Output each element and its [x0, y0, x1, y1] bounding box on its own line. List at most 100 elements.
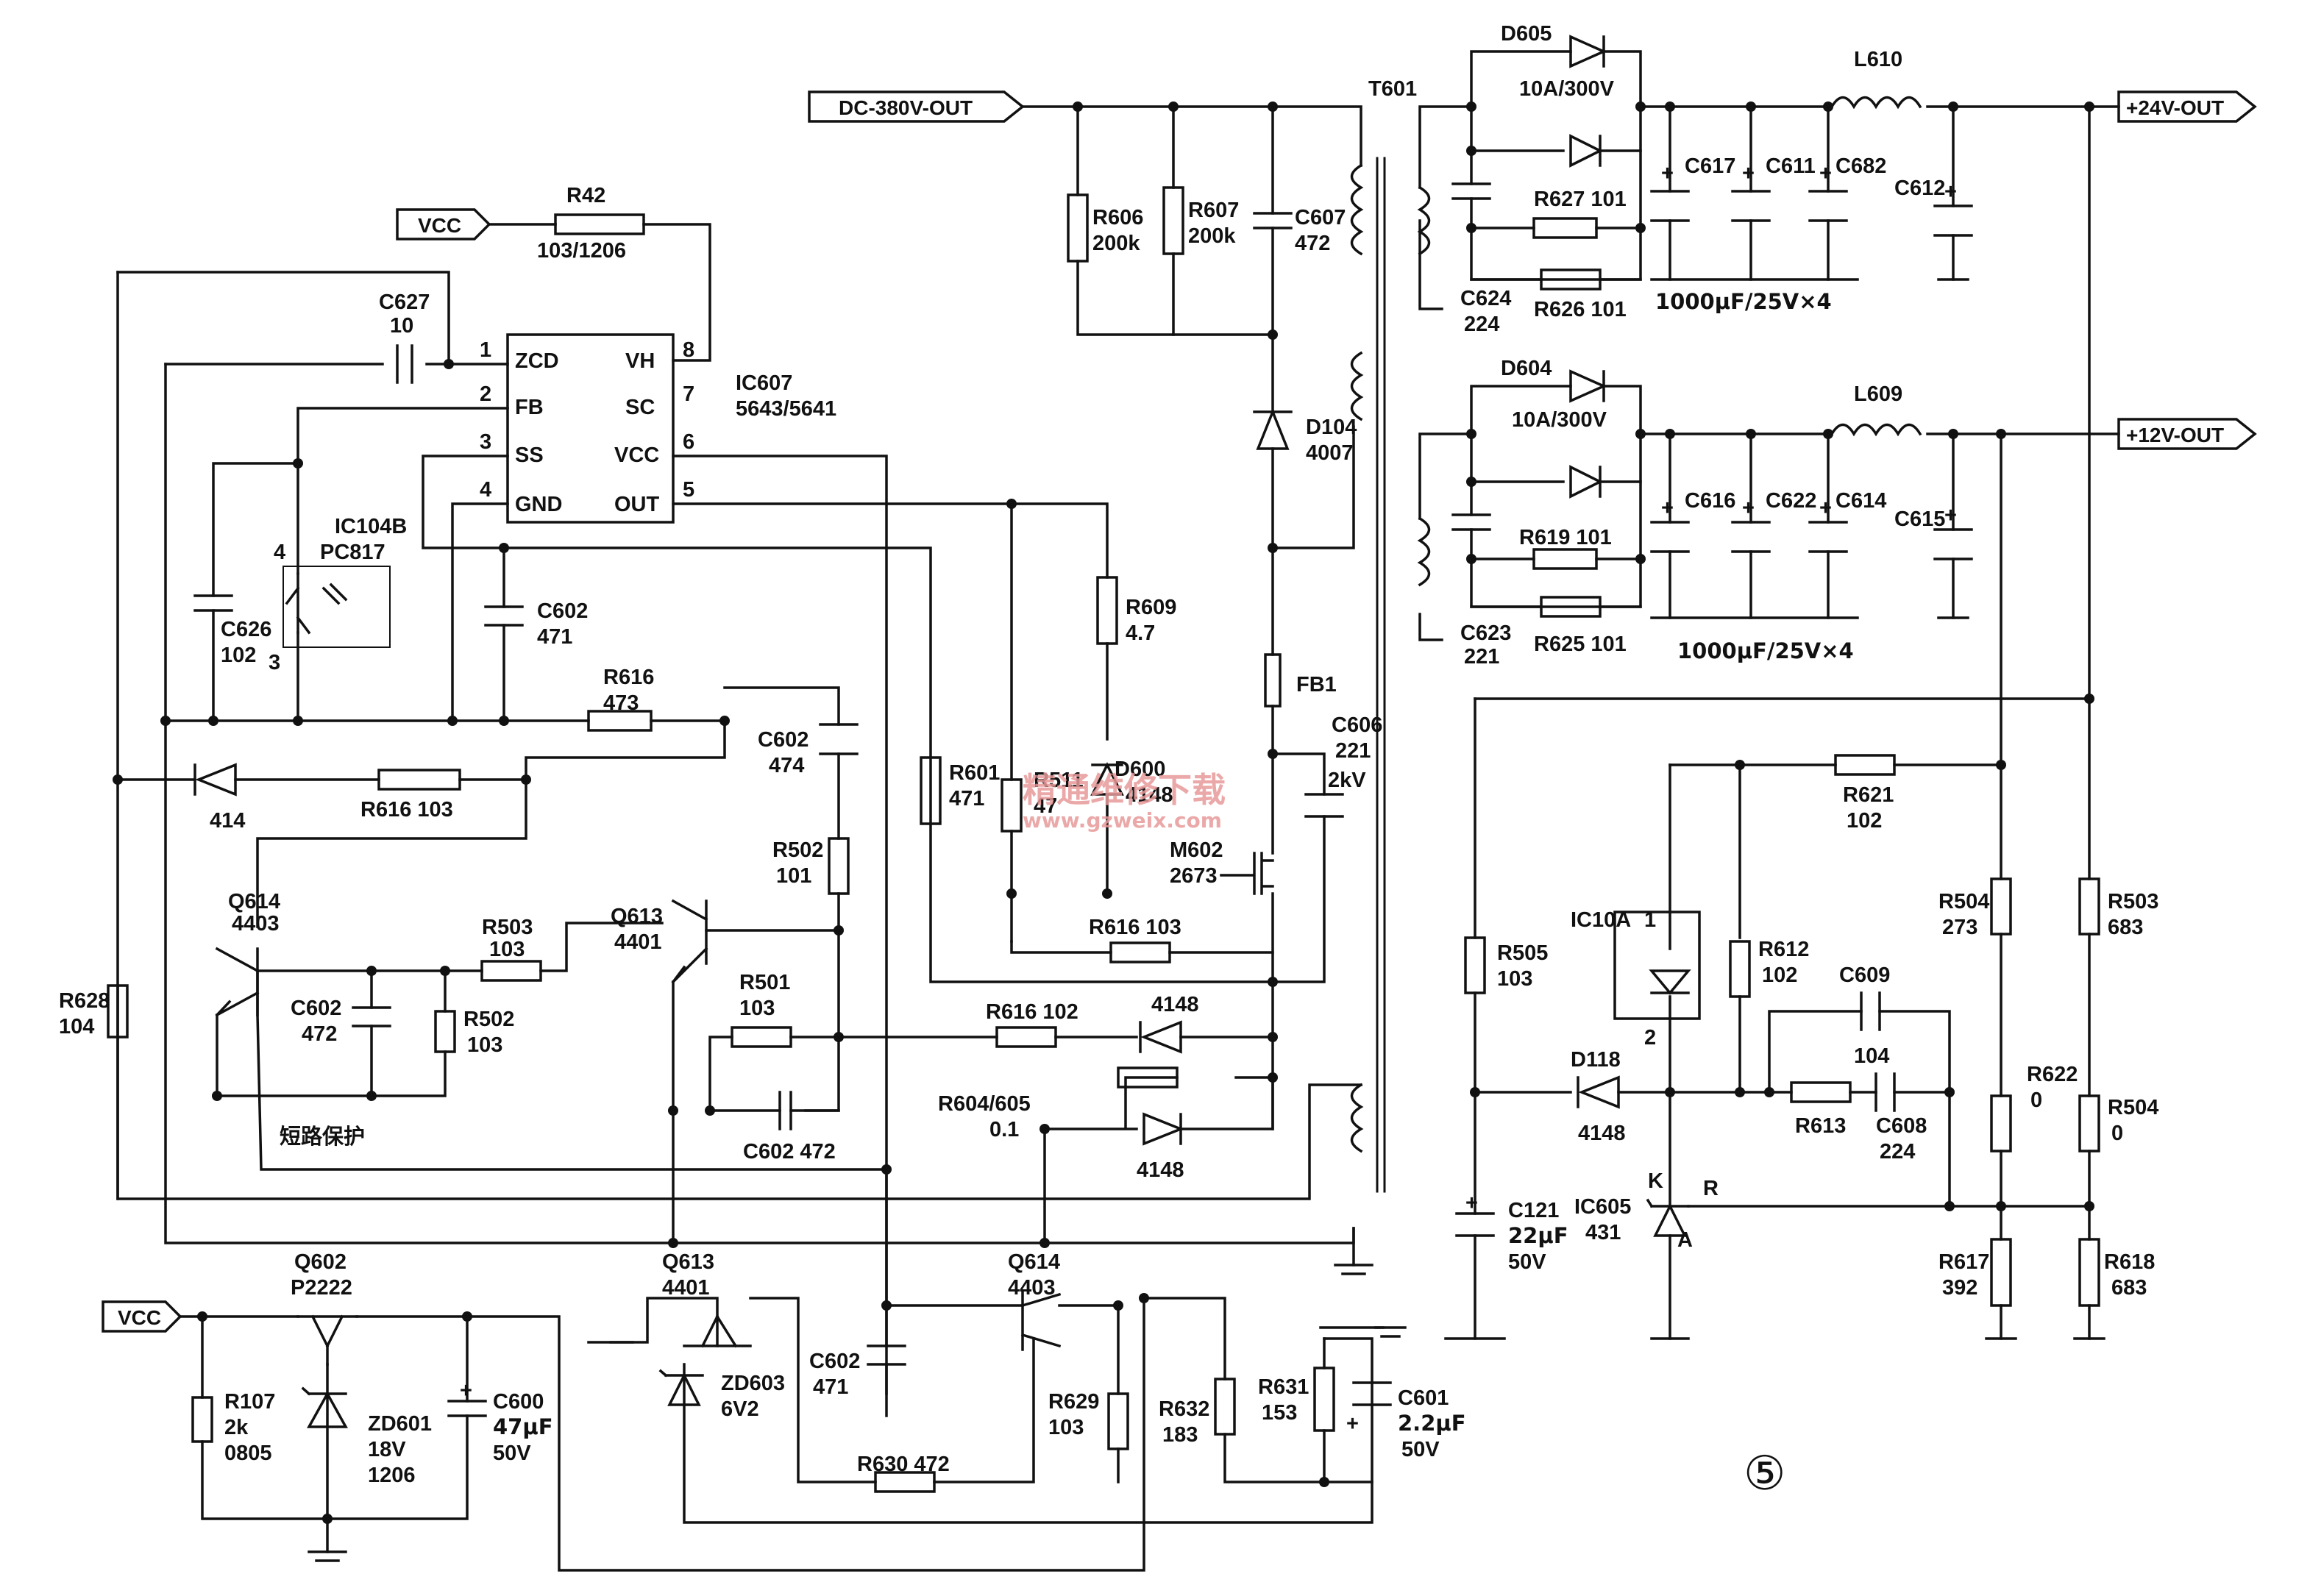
winding-symbols	[1350, 96, 1922, 1153]
svg-text:47: 47	[1034, 794, 1057, 818]
r628-resistor	[107, 984, 129, 1039]
svg-text:R42: R42	[566, 184, 605, 207]
svg-text:R511: R511	[1034, 769, 1084, 792]
r631-resistor	[1313, 1367, 1335, 1432]
zd603-zener	[658, 1369, 704, 1406]
svg-text:R621: R621	[1843, 783, 1894, 807]
svg-text:P2222: P2222	[291, 1276, 352, 1300]
svg-text:R616 103: R616 103	[1089, 916, 1181, 939]
svg-text:R607: R607	[1188, 199, 1239, 222]
svg-text:3: 3	[269, 651, 280, 674]
q602-transistor	[296, 1314, 358, 1366]
r621-resistor	[1834, 754, 1896, 776]
svg-text:10: 10	[390, 314, 413, 338]
fb1-bead	[1264, 653, 1282, 708]
svg-text:C615: C615	[1894, 507, 1945, 531]
svg-text:0805: 0805	[224, 1442, 272, 1465]
svg-text:103: 103	[739, 997, 775, 1020]
c623-cap	[1451, 513, 1491, 531]
svg-text:R503: R503	[2108, 890, 2158, 913]
c601-cap	[1352, 1381, 1392, 1406]
svg-text:1: 1	[480, 338, 491, 362]
r625-resistor	[1540, 596, 1602, 618]
r617-resistor	[1990, 1238, 2012, 1307]
q614a-transistor	[215, 947, 260, 1017]
svg-text:4403: 4403	[232, 912, 280, 936]
svg-text:Q614: Q614	[228, 890, 280, 913]
ic10a-led	[1649, 969, 1691, 995]
svg-text:C616: C616	[1685, 489, 1735, 513]
svg-text:C612: C612	[1894, 177, 1945, 200]
svg-text:R629: R629	[1048, 1390, 1099, 1414]
d604b-diode	[1569, 465, 1603, 499]
zd601-zener	[301, 1386, 348, 1428]
svg-text:472: 472	[1295, 232, 1330, 255]
svg-text:Q613: Q613	[662, 1250, 714, 1274]
svg-text:103: 103	[1048, 1416, 1084, 1439]
svg-text:200k: 200k	[1092, 232, 1140, 255]
svg-text:7: 7	[683, 382, 694, 406]
r505-resistor	[1464, 936, 1486, 994]
pc817-phototransistor	[285, 572, 311, 635]
svg-text:C622: C622	[1766, 489, 1816, 513]
svg-text:200k: 200k	[1188, 224, 1236, 248]
svg-text:R504: R504	[2108, 1096, 2158, 1119]
wires-control	[116, 223, 1362, 1395]
svg-text:0: 0	[2030, 1089, 2042, 1112]
svg-text:C682: C682	[1835, 154, 1886, 178]
svg-text:R628: R628	[59, 989, 110, 1013]
wires-primary	[1021, 105, 1386, 1267]
svg-text:+: +	[1944, 504, 1957, 527]
ic607-pin-labels: ZCD FB SS GND VH SC VCC OUT 1 2 3 4 8 7 …	[480, 338, 836, 516]
svg-text:104: 104	[1854, 1044, 1889, 1068]
svg-text:C601: C601	[1398, 1386, 1449, 1410]
svg-text:2: 2	[1644, 1026, 1656, 1050]
r604-resistor	[1117, 1066, 1179, 1089]
d604-diode	[1569, 369, 1607, 403]
svg-text:4: 4	[480, 478, 491, 502]
svg-text:C623: C623	[1460, 621, 1511, 645]
r609-resistor	[1096, 576, 1118, 645]
q614b-transistor	[1020, 1289, 1062, 1351]
c602a-cap	[484, 605, 524, 627]
svg-text:C609: C609	[1839, 963, 1890, 987]
svg-text:2.2μF: 2.2μF	[1398, 1411, 1466, 1436]
ic607-chip[interactable]	[506, 333, 675, 524]
svg-text:4401: 4401	[662, 1276, 710, 1300]
svg-text:431: 431	[1585, 1221, 1621, 1244]
svg-text:ZCD: ZCD	[515, 349, 559, 373]
svg-text:R601: R601	[949, 761, 1000, 785]
c624-cap	[1451, 182, 1491, 200]
svg-text:IC605: IC605	[1574, 1195, 1631, 1219]
svg-text:1000μF/25V×4: 1000μF/25V×4	[1655, 289, 1832, 314]
r502-103-resistor	[434, 1010, 456, 1053]
svg-text:50V: 50V	[493, 1442, 531, 1465]
ic605-tl431	[1646, 1198, 1690, 1237]
svg-text:224: 224	[1880, 1140, 1915, 1164]
r42-resistor	[554, 213, 645, 235]
c614-cap	[1808, 521, 1848, 553]
svg-text:4401: 4401	[614, 930, 662, 954]
r502-101-resistor	[828, 837, 850, 895]
svg-text:+: +	[460, 1379, 472, 1403]
svg-text:PC817: PC817	[320, 541, 385, 564]
r630-resistor	[874, 1471, 936, 1493]
r613-resistor	[1790, 1081, 1852, 1103]
wires-bottom	[179, 1168, 1385, 1572]
svg-text:102: 102	[1847, 809, 1882, 833]
r618-resistor	[2078, 1238, 2100, 1307]
svg-text:VCC: VCC	[418, 214, 461, 237]
svg-text:+24V-OUT: +24V-OUT	[2126, 96, 2224, 119]
svg-text:C624: C624	[1460, 287, 1511, 310]
svg-text:C602: C602	[291, 997, 341, 1020]
svg-text:R504: R504	[1938, 890, 1989, 913]
svg-text:R616: R616	[603, 666, 654, 689]
d118-diode	[1577, 1075, 1620, 1109]
svg-text:DC-380V-OUT: DC-380V-OUT	[839, 96, 973, 119]
r501-resistor	[731, 1026, 792, 1048]
svg-text:153: 153	[1262, 1401, 1297, 1425]
c607-cap	[1253, 212, 1293, 229]
d4148a-diode	[1139, 1020, 1182, 1054]
svg-text:ZD601: ZD601	[368, 1412, 432, 1436]
svg-text:5643/5641: 5643/5641	[736, 397, 836, 421]
